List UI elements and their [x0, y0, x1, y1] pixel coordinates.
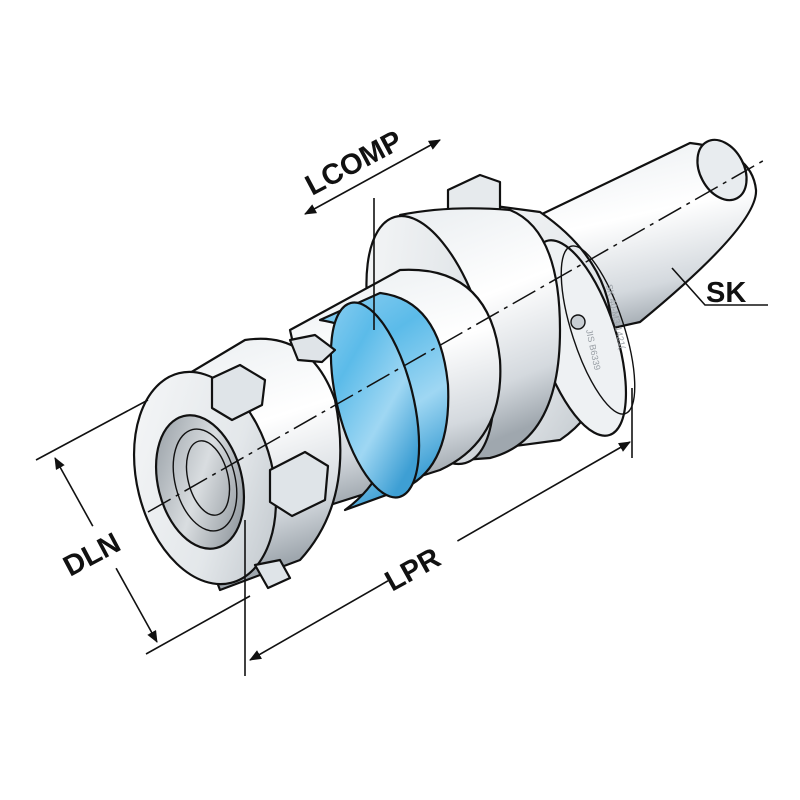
- lpr-dimension: LPR: [244, 388, 633, 676]
- lcomp-label: LCOMP: [300, 125, 407, 202]
- sk-dimension: SK: [671, 267, 768, 309]
- sk-label: SK: [706, 277, 746, 309]
